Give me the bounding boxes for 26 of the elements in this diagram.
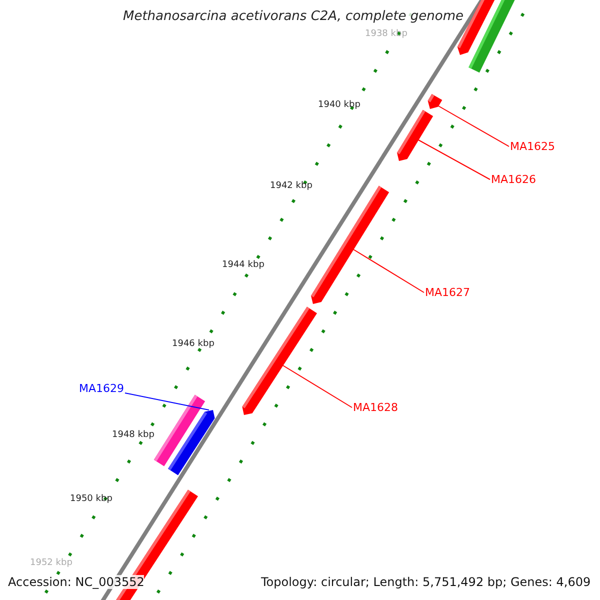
position-label: 1952 kbp: [30, 558, 72, 568]
position-label: 1944 kbp: [222, 260, 264, 270]
leader-line: [124, 392, 210, 410]
gene-block: [311, 186, 390, 304]
position-label: 1940 kbp: [318, 100, 360, 110]
footer-text: Topology: circular; Length: 5,751,492 bp; Genes: 4,609: [261, 575, 591, 589]
position-label: 1942 kbp: [270, 181, 312, 191]
gene-label: MA1627: [425, 286, 470, 299]
position-label: 1946 kbp: [172, 339, 214, 349]
position-label: 1948 kbp: [112, 430, 154, 440]
gene-label: MA1626: [491, 173, 536, 186]
title: Methanosarcina acetivorans C2A, complete genome: [123, 9, 464, 24]
gene-block: [468, 0, 518, 73]
position-label: 1938 kbp: [365, 29, 408, 39]
gene-block: [168, 410, 215, 476]
leader-line: [418, 140, 490, 180]
gene-block: [428, 94, 442, 109]
gene-label: MA1625: [510, 140, 556, 153]
gene-block: [397, 110, 434, 161]
gene-label: MA1629: [79, 382, 124, 395]
gene-label: MA1628: [353, 401, 398, 414]
footer-text: Accession: NC_003552: [8, 575, 144, 589]
gene-block: [242, 306, 317, 415]
leader-line: [438, 106, 510, 147]
leader-line: [353, 249, 424, 293]
leader-line: [282, 365, 352, 408]
